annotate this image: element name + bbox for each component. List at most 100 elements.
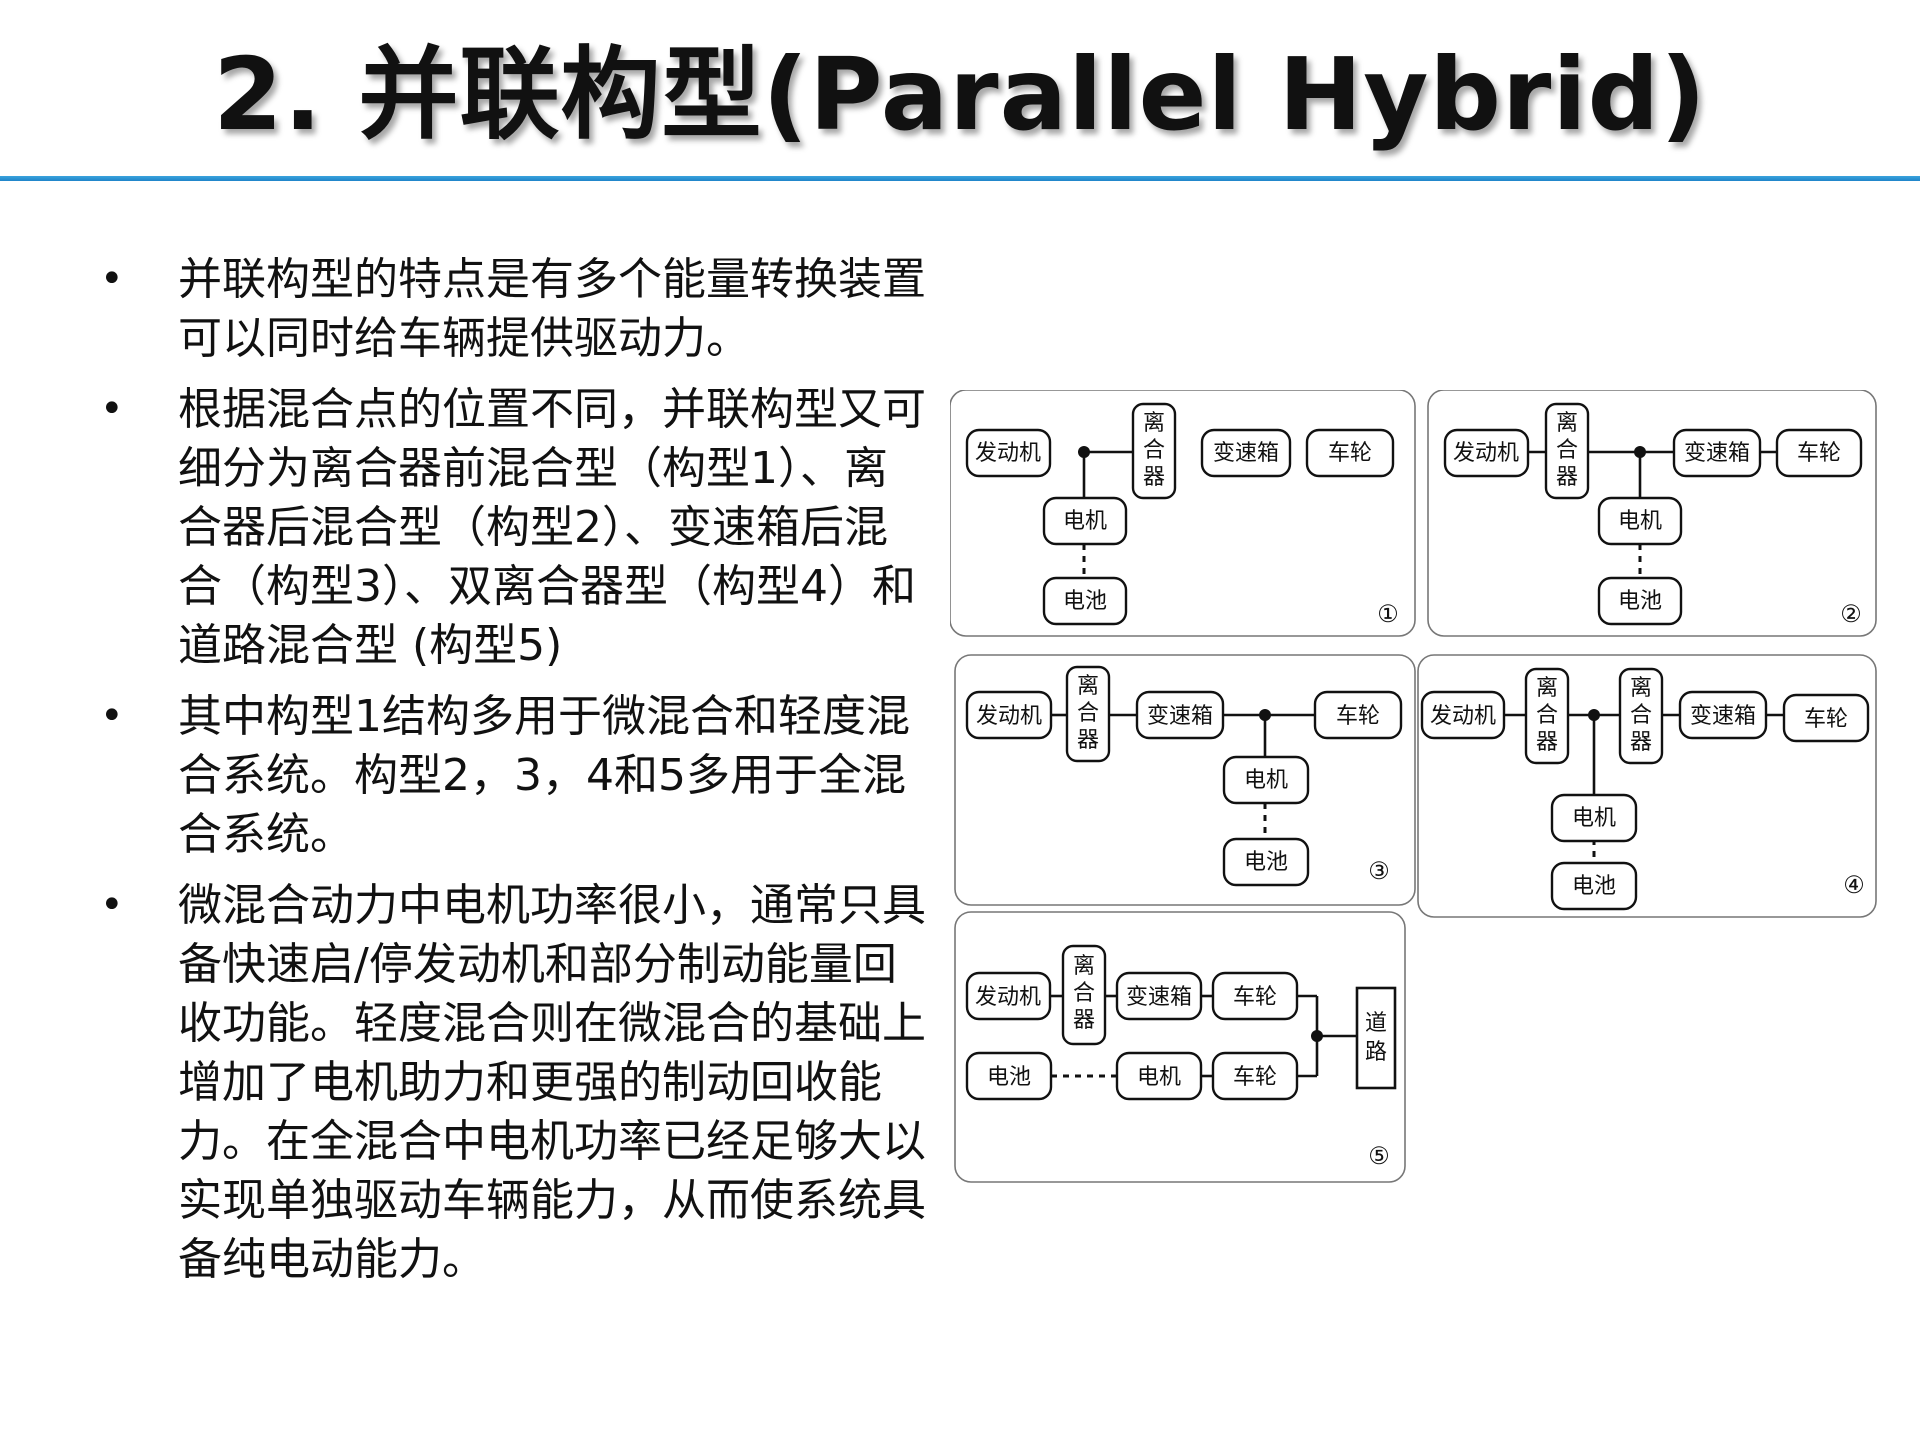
- motor-box: [1550, 793, 1638, 843]
- engine-label: 发动机: [1453, 441, 1519, 466]
- clutch-box: [1524, 667, 1570, 765]
- engine-box: [1443, 428, 1530, 478]
- clutch-label-1: 离: [1536, 676, 1558, 701]
- clutch-box: [1131, 402, 1177, 500]
- clutch-label-2: 合: [1536, 703, 1558, 728]
- config-number: ④: [1843, 871, 1865, 899]
- gearbox-box: [1135, 690, 1225, 740]
- gearbox-label: 变速箱: [1126, 985, 1192, 1010]
- bullet-text: 并联构型的特点是有多个能量转换装置可以同时给车辆提供驱动力。: [178, 254, 926, 364]
- engine-box: [965, 971, 1052, 1021]
- bullet-text: 微混合动力中电机功率很小，通常只具备快速启/停发动机和部分制动能量回收功能。轻度…: [178, 880, 926, 1285]
- config-number: ⑤: [1368, 1142, 1390, 1170]
- config-2-panel: 发动机 离 合 器 变速箱 车轮 电机 电池 ②: [1427, 390, 1877, 637]
- gearbox-label: 变速箱: [1684, 441, 1750, 466]
- gearbox-label: 变速箱: [1147, 704, 1213, 729]
- clutch-label-2: 合: [1556, 438, 1578, 463]
- config-number: ②: [1840, 600, 1862, 628]
- gearbox-box: [1200, 428, 1292, 478]
- motor-box: [1042, 496, 1128, 546]
- battery-label: 电池: [987, 1065, 1031, 1090]
- battery-box: [1222, 837, 1310, 887]
- second-clutch-box: [1618, 667, 1664, 765]
- motor-box: [1115, 1051, 1203, 1101]
- motor-box: [1222, 755, 1310, 805]
- parallel-hybrid-diagram: 发动机 离 合 器 变速箱 车轮 电机 电池 ① 发动机 离 合 器 变速箱 车…: [950, 390, 1877, 1183]
- clutch-box: [1544, 402, 1590, 500]
- clutch-label-1: 离: [1556, 411, 1578, 436]
- bullet-item: •其中构型1结构多用于微混合和轻度混合系统。构型2，3，4和5多用于全混合系统。: [100, 687, 930, 864]
- battery-label: 电池: [1618, 589, 1662, 614]
- clutch-label-1: 离: [1077, 674, 1099, 699]
- engine-label: 发动机: [976, 704, 1042, 729]
- clutch-label-2: 合: [1073, 981, 1095, 1006]
- clutch-label-3: 器: [1536, 730, 1558, 755]
- second-clutch-label-3: 器: [1630, 730, 1652, 755]
- clutch-label-1: 离: [1073, 954, 1095, 979]
- config-4-panel: 发动机 离 合 器 离 合 器 变速箱 车轮 电机 电池 ④: [1417, 654, 1877, 918]
- battery-label: 电池: [1572, 874, 1616, 899]
- clutch-box: [1061, 944, 1107, 1046]
- engine-label: 发动机: [975, 441, 1041, 466]
- clutch-label-3: 器: [1077, 728, 1099, 753]
- bullet-item: •微混合动力中电机功率很小，通常只具备快速启/停发动机和部分制动能量回收功能。轻…: [100, 876, 930, 1289]
- engine-box: [965, 428, 1052, 478]
- wheel-box: [1313, 690, 1403, 740]
- config-number: ③: [1368, 857, 1390, 885]
- wheel-box: [1782, 693, 1870, 743]
- battery-label: 电池: [1244, 850, 1288, 875]
- motor-label: 电机: [1137, 1065, 1181, 1090]
- wheel-label: 车轮: [1233, 985, 1277, 1010]
- road-label-1: 道: [1365, 1011, 1387, 1036]
- motor-box: [1597, 496, 1683, 546]
- second-clutch-label-2: 合: [1630, 703, 1652, 728]
- battery-box: [1042, 576, 1128, 626]
- bullet-text: 其中构型1结构多用于微混合和轻度混合系统。构型2，3，4和5多用于全混合系统。: [178, 691, 910, 860]
- motor-label: 电机: [1572, 806, 1616, 831]
- clutch-box: [1065, 665, 1111, 763]
- config-1-panel: 发动机 离 合 器 变速箱 车轮 电机 电池 ①: [950, 390, 1416, 637]
- road-label-2: 路: [1365, 1040, 1387, 1065]
- config-1-frame: [950, 390, 1416, 637]
- engine-label: 发动机: [975, 985, 1041, 1010]
- clutch-label-2: 合: [1077, 701, 1099, 726]
- battery-box: [1597, 576, 1683, 626]
- clutch-label-3: 器: [1073, 1008, 1095, 1033]
- bullet-dot-icon: •: [100, 256, 124, 302]
- clutch-label-3: 器: [1556, 465, 1578, 490]
- bullet-dot-icon: •: [100, 386, 124, 432]
- bullet-list: • 并联构型的特点是有多个能量转换装置可以同时给车辆提供驱动力。 • 根据混合点的位…: [100, 250, 930, 1301]
- clutch-label-1: 离: [1143, 411, 1165, 436]
- motor-label: 电机: [1063, 509, 1107, 534]
- bullet-item: • 根据混合点的位置不同，并联构型又可细分为离合器前混合型（构型1）、离合器后混合…: [100, 380, 930, 675]
- wheel-label: 车轮: [1336, 704, 1380, 729]
- battery-box: [1550, 861, 1638, 911]
- wheel-box: [1211, 971, 1299, 1021]
- wheel-box: [1305, 428, 1395, 478]
- road-box: [1355, 986, 1397, 1090]
- battery-box: [965, 1051, 1053, 1101]
- config-5-frame: [954, 911, 1406, 1183]
- second-clutch-label-1: 离: [1630, 676, 1652, 701]
- motor-label: 电机: [1618, 509, 1662, 534]
- gearbox-box: [1115, 971, 1203, 1021]
- bullet-text: 根据混合点的位置不同，并联构型又可细分为离合器前混合型（构型1）、离合器后混合型…: [178, 384, 926, 671]
- second-wheel-label: 车轮: [1233, 1065, 1277, 1090]
- gearbox-label: 变速箱: [1213, 441, 1279, 466]
- clutch-label-2: 合: [1143, 438, 1165, 463]
- second-wheel-box: [1211, 1051, 1299, 1101]
- wheel-box: [1775, 428, 1863, 478]
- config-5-panel: 发动机 离 合 器 变速箱 车轮 电池 电机 车轮 道 路 ⑤: [954, 911, 1406, 1183]
- engine-box: [1420, 690, 1506, 740]
- config-3-panel: 发动机 离 合 器 变速箱 车轮 电机 电池 ③: [954, 654, 1416, 906]
- clutch-label-3: 器: [1143, 465, 1165, 490]
- gearbox-label: 变速箱: [1690, 704, 1756, 729]
- config-number: ①: [1377, 600, 1399, 628]
- battery-label: 电池: [1063, 589, 1107, 614]
- wheel-label: 车轮: [1804, 707, 1848, 732]
- engine-label: 发动机: [1430, 704, 1496, 729]
- motor-label: 电机: [1244, 768, 1288, 793]
- slide-title: 2. 并联构型(Parallel Hybrid): [213, 36, 1707, 153]
- wheel-label: 车轮: [1328, 441, 1372, 466]
- bullet-item: • 并联构型的特点是有多个能量转换装置可以同时给车辆提供驱动力。: [100, 250, 930, 368]
